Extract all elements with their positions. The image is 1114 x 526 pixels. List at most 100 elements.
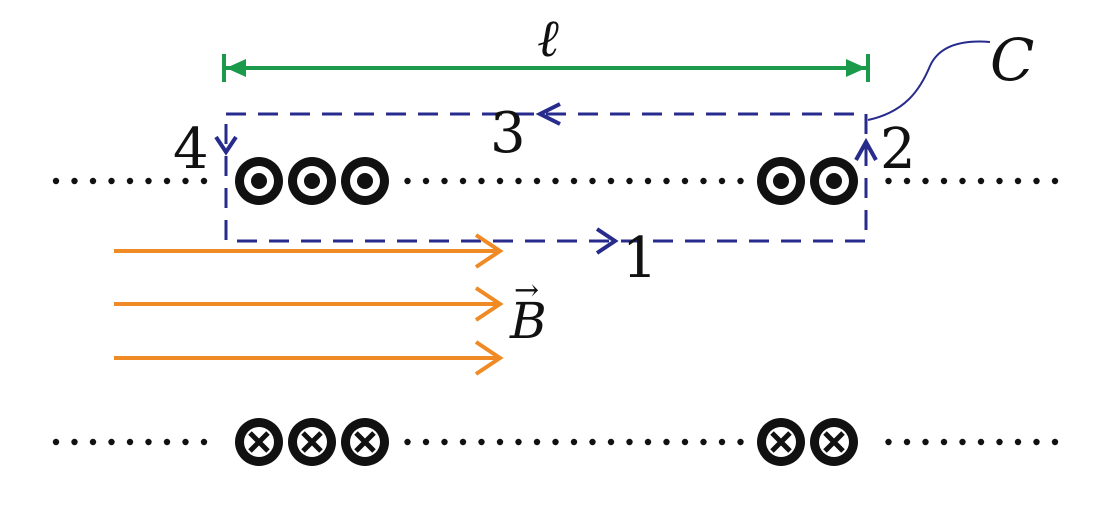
top-dot	[1014, 177, 1022, 185]
top-dot	[977, 177, 985, 185]
length-label: ℓ	[537, 9, 559, 69]
bottom-dot	[163, 438, 171, 446]
top-dot	[922, 177, 929, 185]
top-wire-row	[235, 157, 858, 205]
bottom-dot	[977, 438, 985, 446]
wire-into-page-icon	[810, 418, 858, 466]
wire-into-page-icon	[341, 418, 389, 466]
top-dot	[533, 177, 541, 185]
top-dot	[108, 177, 115, 185]
wire-out-of-page-icon	[288, 157, 336, 205]
bottom-dot	[607, 438, 615, 446]
bottom-dot	[52, 438, 60, 446]
top-dot	[996, 177, 1003, 185]
bottom-dot	[1033, 438, 1040, 446]
bottom-dot	[922, 438, 929, 446]
top-dot	[663, 177, 670, 185]
side-1-arrowhead	[595, 227, 619, 255]
bottom-dot	[108, 438, 115, 446]
top-dot	[163, 177, 171, 185]
loop-rectangle	[224, 112, 868, 243]
bottom-dot	[644, 438, 652, 446]
bottom-dot	[1014, 438, 1022, 446]
wire-out-of-page-icon	[341, 157, 389, 205]
bottom-dot	[959, 438, 966, 446]
bottom-dot	[89, 438, 97, 446]
top-dot	[737, 177, 744, 185]
wire-out-of-page-icon	[757, 157, 805, 205]
side-2-arrowhead	[854, 137, 878, 161]
bottom-dot	[996, 438, 1003, 446]
bottom-dot	[182, 438, 189, 446]
bottom-dot	[681, 438, 689, 446]
bottom-dot	[496, 438, 504, 446]
bottom-dotted-line	[52, 438, 1059, 446]
loop-name-label: C	[990, 26, 1034, 94]
bottom-dot	[1051, 438, 1059, 446]
top-dot	[626, 177, 633, 185]
top-dot	[52, 177, 60, 185]
top-dot	[200, 177, 208, 185]
bottom-wire-row	[235, 418, 858, 466]
bottom-dot	[940, 438, 948, 446]
length-marker	[222, 54, 870, 82]
top-dotted-line	[52, 177, 1059, 185]
bottom-dot	[552, 438, 559, 446]
top-dot	[89, 177, 97, 185]
length-marker-right-arrowhead	[846, 59, 866, 77]
bottom-dot	[533, 438, 541, 446]
bottom-dot	[404, 438, 411, 446]
bottom-dot	[422, 438, 430, 446]
bottom-dot	[885, 438, 892, 446]
bottom-dot	[126, 438, 134, 446]
magnetic-field-arrows	[114, 233, 504, 376]
side-4-arrowhead	[214, 135, 238, 156]
wire-out-of-page-icon	[235, 157, 283, 205]
top-dot	[940, 177, 948, 185]
wire-into-page-icon	[235, 418, 283, 466]
top-dot	[959, 177, 966, 185]
top-dot	[552, 177, 559, 185]
field-arrow	[114, 286, 504, 322]
bottom-dot	[626, 438, 633, 446]
side-4-label: 4	[173, 117, 209, 182]
length-marker-left-arrowhead	[226, 59, 246, 77]
top-dot	[607, 177, 615, 185]
top-dot	[145, 177, 152, 185]
bottom-dot	[200, 438, 208, 446]
amperian-loop	[214, 40, 991, 255]
top-dot	[644, 177, 652, 185]
bottom-dot	[700, 438, 707, 446]
side-3-label: 3	[490, 101, 526, 166]
bottom-dot	[71, 438, 78, 446]
top-dot	[570, 177, 578, 185]
bottom-dot	[145, 438, 152, 446]
field-vector-arrow-mark: →	[514, 273, 539, 308]
top-dot	[681, 177, 689, 185]
field-label: B	[509, 292, 547, 350]
top-dot	[718, 177, 726, 185]
top-dot	[1051, 177, 1059, 185]
top-dot	[700, 177, 707, 185]
bottom-dot	[459, 438, 467, 446]
field-arrow	[114, 233, 504, 269]
bottom-dot	[737, 438, 744, 446]
top-dot	[885, 177, 892, 185]
bottom-dot	[663, 438, 670, 446]
wire-out-of-page-icon	[810, 157, 858, 205]
top-dot	[496, 177, 504, 185]
wire-into-page-icon	[757, 418, 805, 466]
top-dot	[182, 177, 189, 185]
bottom-dot	[478, 438, 485, 446]
side-1-label: 1	[622, 226, 658, 291]
side-2-label: 2	[880, 117, 916, 182]
top-dot	[515, 177, 522, 185]
top-dot	[404, 177, 411, 185]
loop-label-leader	[867, 40, 991, 121]
top-dot	[441, 177, 448, 185]
wire-into-page-icon	[288, 418, 336, 466]
top-dot	[459, 177, 467, 185]
bottom-dot	[515, 438, 522, 446]
